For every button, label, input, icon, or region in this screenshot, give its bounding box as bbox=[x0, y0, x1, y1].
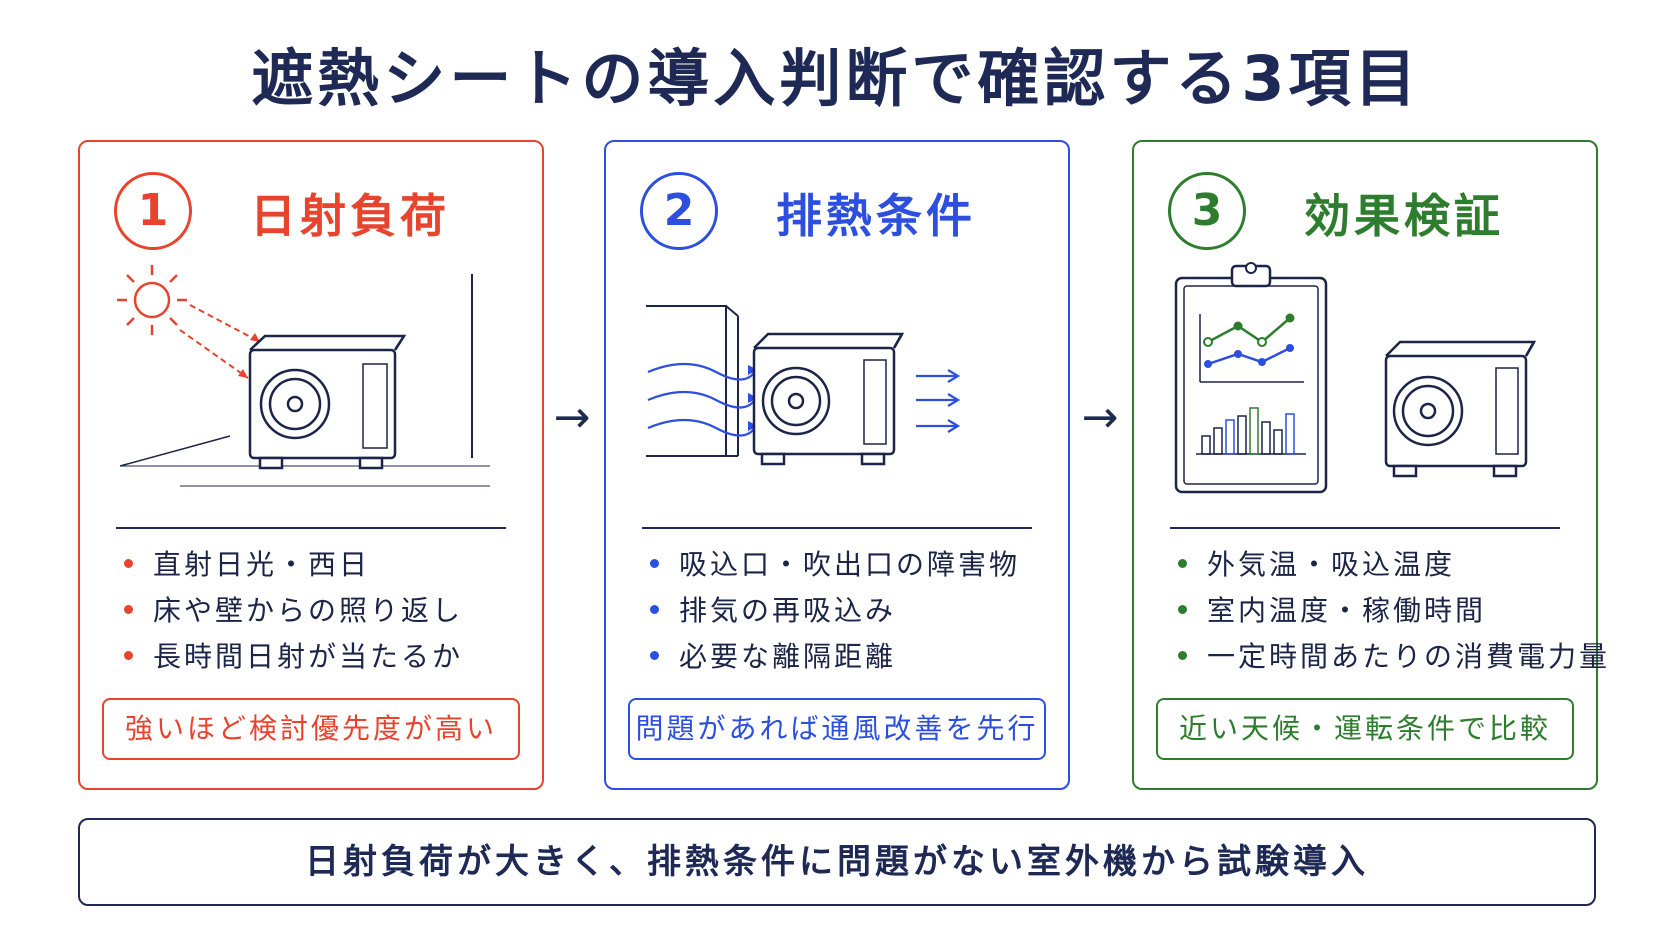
card-note: 強いほど検討優先度が高い bbox=[102, 698, 520, 760]
sun-ray-arrows bbox=[179, 304, 261, 379]
bullet-icon bbox=[650, 559, 659, 568]
bullet-icon bbox=[124, 559, 133, 568]
arrow-right-icon: → bbox=[553, 392, 591, 443]
bullet-icon bbox=[1178, 605, 1187, 614]
bullet-icon bbox=[124, 651, 133, 660]
verification-illustration bbox=[1174, 262, 1537, 494]
checklist: 外気温・吸込温度 室内温度・稼働時間 一定時間あたりの消費電力量 bbox=[1172, 542, 1610, 680]
bullet-icon bbox=[1178, 651, 1187, 660]
list-item: 必要な離隔距離 bbox=[644, 634, 1020, 680]
card-heat-exhaust: 2 排熱条件 bbox=[604, 140, 1070, 790]
list-item: 外気温・吸込温度 bbox=[1172, 542, 1610, 588]
obstacle-icon bbox=[646, 305, 739, 457]
checklist: 直射日光・西日 床や壁からの照り返し 長時間日射が当たるか bbox=[118, 542, 463, 680]
bullet-icon bbox=[650, 605, 659, 614]
list-item: 排気の再吸込み bbox=[644, 588, 1020, 634]
outdoor-unit-icon bbox=[752, 332, 905, 466]
card-solar-load: 1 日射負荷 bbox=[78, 140, 544, 790]
clipboard-chart-icon bbox=[1174, 262, 1328, 494]
outdoor-unit-icon bbox=[248, 334, 407, 470]
card-note: 近い天候・運転条件で比較 bbox=[1156, 698, 1574, 760]
bullet-icon bbox=[1178, 559, 1187, 568]
card-note: 問題があれば通風改善を先行 bbox=[628, 698, 1046, 760]
bullet-icon bbox=[650, 651, 659, 660]
divider bbox=[1170, 527, 1560, 529]
divider bbox=[116, 527, 506, 529]
list-item: 長時間日射が当たるか bbox=[118, 634, 463, 680]
sun-icon bbox=[117, 265, 187, 335]
step-number-1: 1 bbox=[114, 172, 192, 250]
bullet-icon bbox=[124, 605, 133, 614]
list-item: 一定時間あたりの消費電力量 bbox=[1172, 634, 1610, 680]
step-number-2: 2 bbox=[640, 172, 718, 250]
checklist: 吸込口・吹出口の障害物 排気の再吸込み 必要な離隔距離 bbox=[644, 542, 1020, 680]
card-effect-verification: 3 効果検証 bbox=[1132, 140, 1607, 790]
step-number-3: 3 bbox=[1168, 172, 1246, 250]
card-heading: 効果検証 bbox=[1304, 189, 1504, 243]
list-item: 吸込口・吹出口の障害物 bbox=[644, 542, 1020, 588]
exhaust-airflow-icon bbox=[916, 369, 961, 433]
divider bbox=[642, 527, 1032, 529]
outdoor-unit-icon bbox=[1384, 340, 1537, 478]
list-item: 直射日光・西日 bbox=[118, 542, 463, 588]
page-title: 遮熱シートの導入判断で確認する3項目 bbox=[251, 42, 1421, 115]
card-heading: 排熱条件 bbox=[776, 189, 976, 243]
sun-outdoor-unit-illustration bbox=[117, 265, 490, 487]
airflow-illustration bbox=[646, 305, 961, 466]
conclusion-box: 日射負荷が大きく、排熱条件に問題がない室外機から試験導入 bbox=[78, 818, 1596, 906]
intake-airflow-icon bbox=[647, 362, 757, 437]
arrow-right-icon: → bbox=[1081, 392, 1119, 443]
card-heading: 日射負荷 bbox=[250, 189, 450, 243]
list-item: 室内温度・稼働時間 bbox=[1172, 588, 1610, 634]
list-item: 床や壁からの照り返し bbox=[118, 588, 463, 634]
